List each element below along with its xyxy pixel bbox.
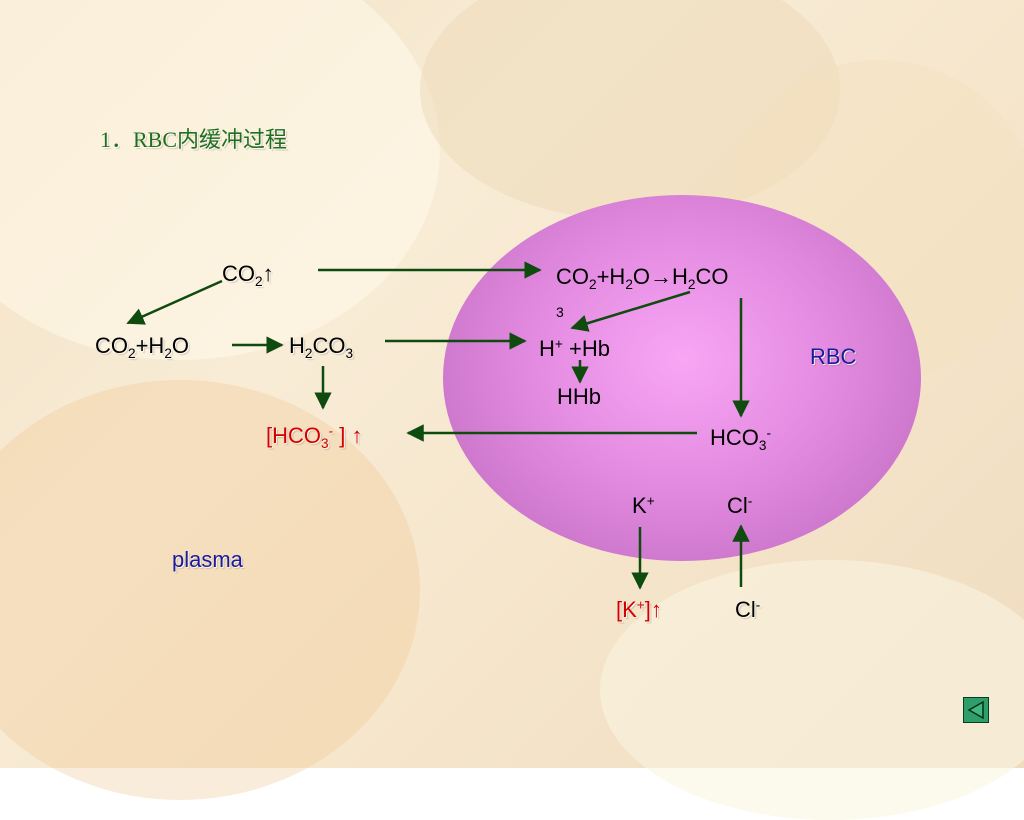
label-cl-out: Cl- [735,597,761,622]
label-co2-h2o-left: CO2+H2O [95,333,190,361]
label-co2-up: CO2↑ [222,261,274,289]
arrow-layer [126,261,750,590]
label-hco3-rbc: HCO3- [710,425,772,453]
nav-back-button[interactable] [963,697,989,723]
label-hhb: HHb [557,384,602,409]
label-k-in: K+ [632,493,655,518]
label-h2co3-left: H2CO3 [289,333,354,361]
arrow-h2co3-to-h [570,290,691,332]
label-cl-in: Cl- [727,493,753,518]
label-rbc: RBC [810,344,857,369]
label-hco3-plasma: [HCO3- ] ↑ [266,423,363,451]
label-plasma: plasma [172,547,243,572]
label-h-hb: H+ +Hb [539,336,610,361]
label-reaction-rbc-sub: 3 [556,304,564,320]
play-back-icon [967,700,984,720]
label-k-out: [K+]↑ [616,597,662,622]
label-reaction-rbc: CO2+H2O→H2CO [556,264,729,292]
slide-title: 1．RBC内缓冲过程 [100,127,288,152]
rbc-cell [443,195,921,561]
arrow-co2-diffuse [126,279,223,325]
